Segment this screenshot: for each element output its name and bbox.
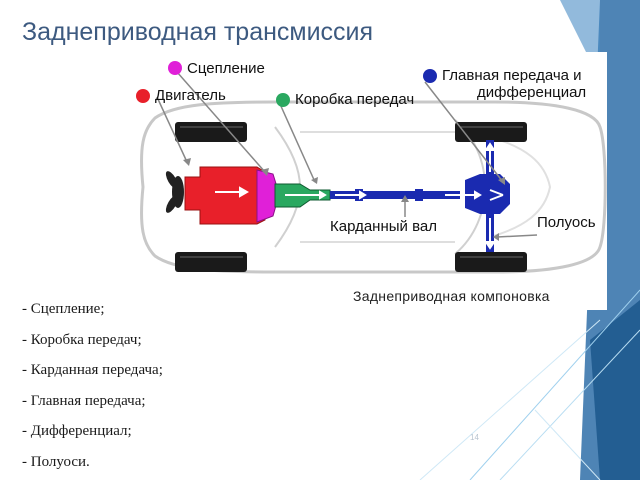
label-final-drive-line1: Главная передача и [442,68,582,84]
list-item: - Главная передача; [22,392,163,423]
engine-legend-dot [136,89,150,103]
list-item: - Карданная передача; [22,361,163,392]
label-gearbox: Коробка передач [295,92,414,108]
radiator-fan [164,169,184,214]
front-right-wheel [175,252,247,272]
label-driveshaft: Карданный вал [330,219,437,235]
components-list: - Сцепление; - Коробка передач; - Кардан… [22,300,163,483]
list-item: - Дифференциал; [22,422,163,453]
rear-left-wheel [455,122,527,142]
slide-title: Заднеприводная трансмиссия [22,18,373,47]
list-item: - Полуоси. [22,453,163,483]
transmission-diagram: Сцепление Двигатель Коробка передач Глав… [125,52,607,310]
list-item: - Коробка передач; [22,331,163,362]
engine-block [185,167,265,224]
diagram-caption: Заднеприводная компоновка [353,288,550,304]
label-final-drive-line2: дифференциал [477,85,586,101]
label-engine: Двигатель [155,88,226,104]
clutch-legend-dot [168,61,182,75]
final-drive-legend-dot [423,69,437,83]
label-clutch: Сцепление [187,61,265,77]
clutch-housing [257,170,277,222]
label-half-shaft: Полуось [537,215,596,231]
gearbox-legend-dot [276,93,290,107]
rear-right-wheel [455,252,527,272]
slide-number: 14 [470,433,479,442]
list-item: - Сцепление; [22,300,163,331]
